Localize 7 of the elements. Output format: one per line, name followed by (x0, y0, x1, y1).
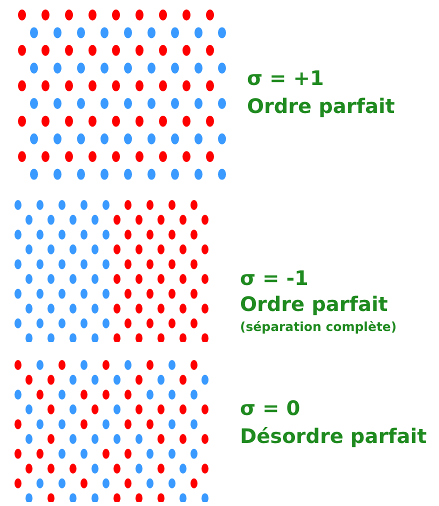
caption-text: Ordre parfait (247, 94, 395, 118)
sigma-value: σ = +1 (247, 66, 324, 90)
caption-text: (séparation complète) (240, 319, 397, 334)
caption-text: Désordre parfait (240, 424, 427, 448)
sigma-value: σ = 0 (240, 396, 300, 420)
sigma-value: σ = -1 (240, 266, 308, 290)
caption-text: Ordre parfait (240, 292, 388, 316)
